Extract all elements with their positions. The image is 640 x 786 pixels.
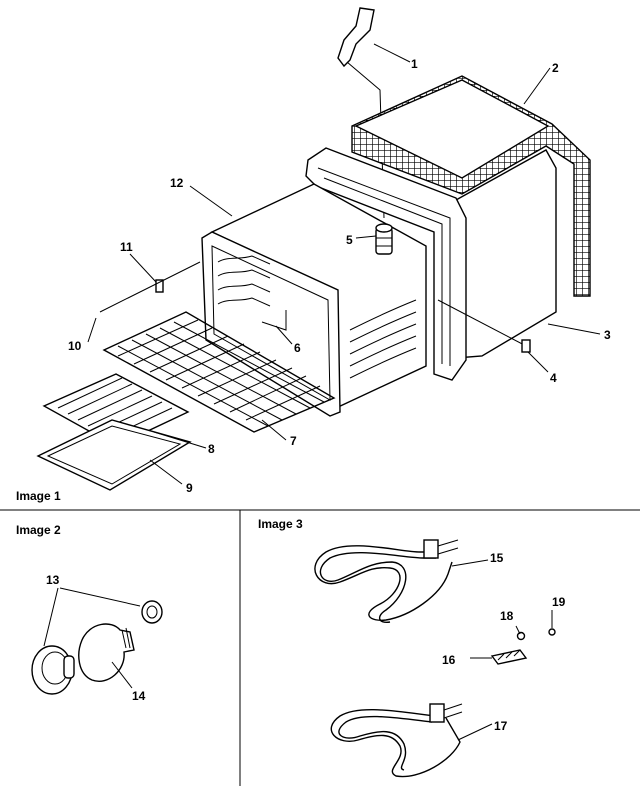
callout-17: 17: [494, 719, 508, 733]
lens-ring-part-13: [141, 600, 163, 624]
image1-label: Image 1: [16, 489, 61, 503]
callout-9: 9: [186, 481, 193, 495]
image1-leader-lines: [87, 43, 601, 485]
image3-label: Image 3: [258, 517, 303, 531]
callout-18: 18: [500, 609, 514, 623]
callout-11: 11: [120, 240, 133, 254]
oven-liner-part-12: [201, 183, 427, 417]
callout-4: 4: [550, 371, 557, 385]
light-socket-part-5: [375, 223, 393, 255]
panel-dividers: [0, 509, 640, 786]
nut-part-19: [548, 628, 556, 636]
callout-1: 1: [411, 57, 418, 71]
callout-13: 13: [46, 573, 60, 587]
callout-5: 5: [346, 233, 353, 247]
callout-15: 15: [490, 551, 504, 565]
image1-callouts: 1 2 3 4 5 6 7 8 9 10 11 12: [68, 57, 611, 495]
outer-cavity-part-3: [305, 147, 557, 381]
image3-elements: Image 3 15: [258, 517, 566, 778]
callout-12: 12: [170, 176, 184, 190]
light-bulb-part-14: [78, 623, 135, 682]
bracket-part-11: [155, 279, 164, 293]
bake-element-part-15: [314, 539, 459, 624]
broil-element-part-17: [330, 703, 463, 778]
wire-lead-part-10: [99, 261, 201, 313]
callout-6: 6: [294, 341, 301, 355]
callout-2: 2: [552, 61, 559, 75]
callout-19: 19: [552, 595, 566, 609]
screw-part-18: [515, 625, 526, 641]
terminal-block-part-16: [490, 649, 528, 665]
callout-14: 14: [132, 689, 146, 703]
callout-16: 16: [442, 653, 456, 667]
oven-rack-part-7: [102, 311, 336, 433]
image1-exploded-view: 1 2 3 4 5 6 7 8 9 10 11 12 Image 1: [16, 7, 611, 503]
callout-7: 7: [290, 434, 297, 448]
lens-cover-part-13: [31, 645, 75, 695]
callout-10: 10: [68, 339, 82, 353]
image2-light-assembly: Image 2 13 14: [16, 523, 163, 703]
callout-3: 3: [604, 328, 611, 342]
insulation-blanket-part-2: [351, 75, 591, 297]
broiler-pan-part-9: [36, 419, 192, 491]
clip-part-4: [521, 339, 531, 353]
image2-label: Image 2: [16, 523, 61, 537]
callout-8: 8: [208, 442, 215, 456]
